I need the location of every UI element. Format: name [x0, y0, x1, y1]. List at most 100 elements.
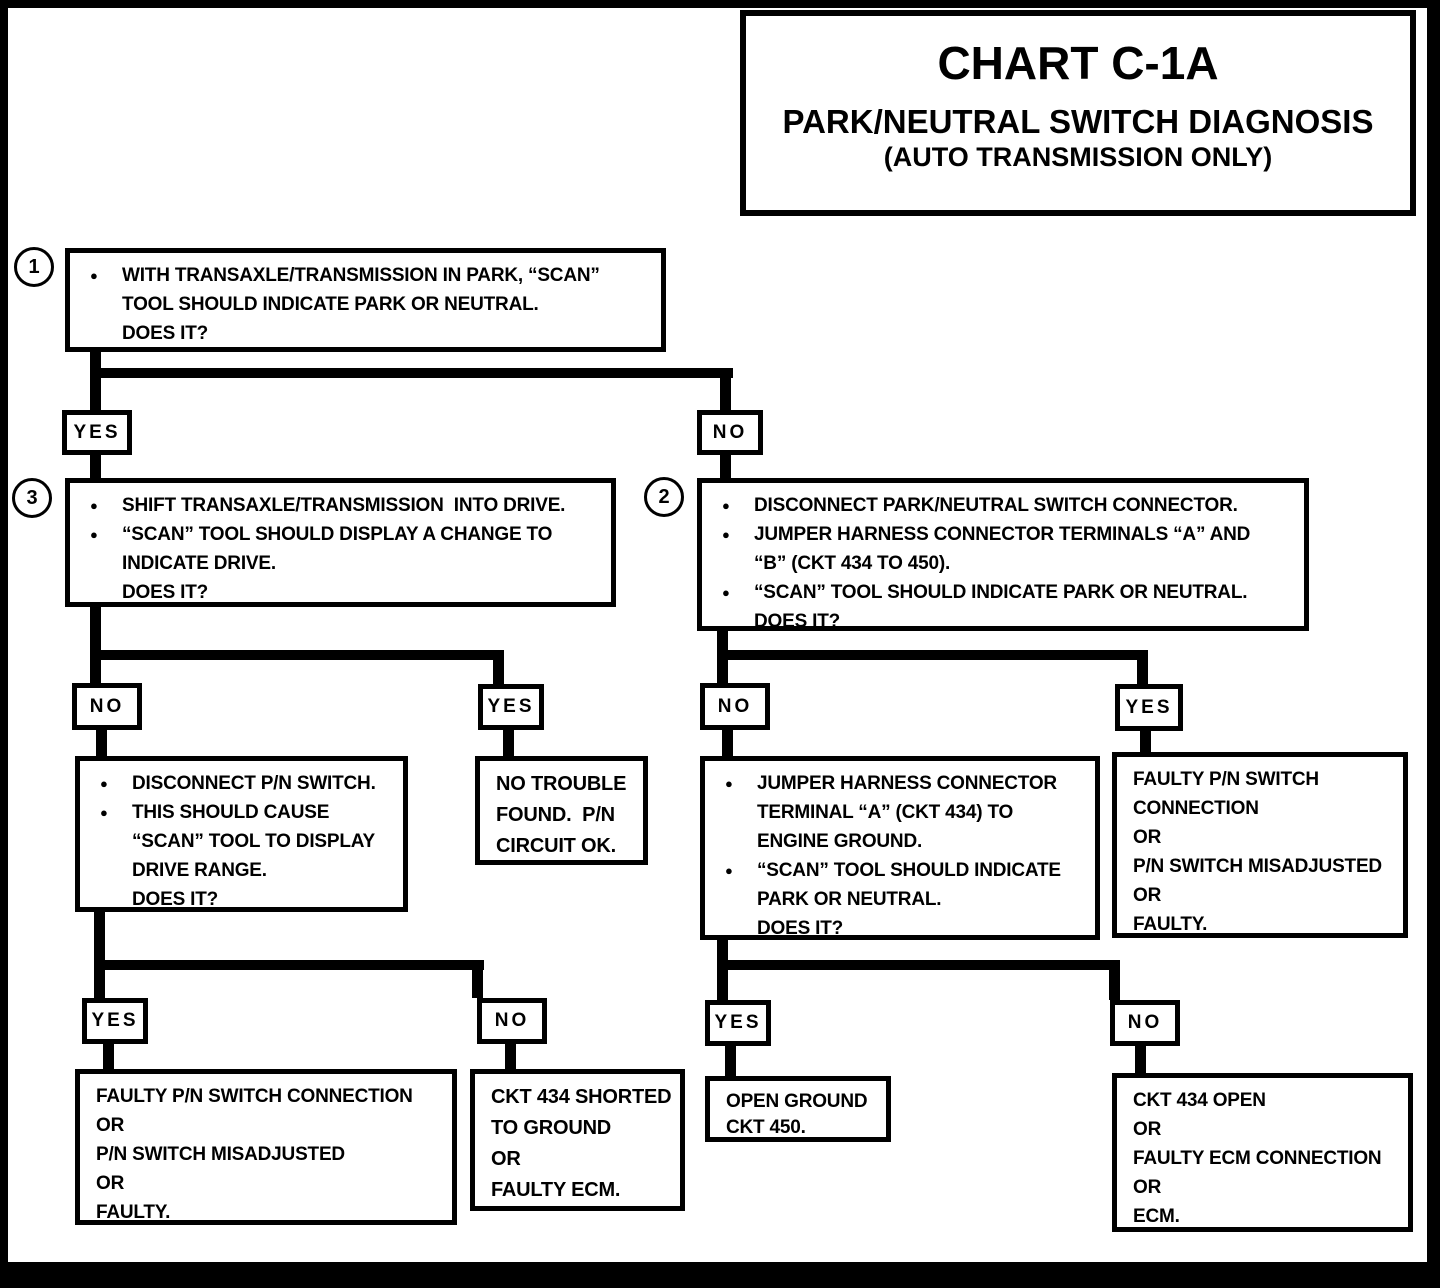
- branch-no-step2: NO: [700, 683, 770, 730]
- bullet-spacer: [714, 549, 754, 578]
- connector-line: [1140, 731, 1151, 753]
- text-line: CKT 434 SHORTED: [487, 1082, 674, 1113]
- text-line: TERMINAL “A” (CKT 434) TO: [717, 798, 1089, 827]
- bullet-icon: ●: [722, 585, 730, 600]
- line-text: DOES IT?: [132, 889, 219, 910]
- text-line: FAULTY.: [92, 1198, 446, 1227]
- text-line: OR: [1129, 823, 1397, 852]
- text-line: P/N SWITCH MISADJUSTED: [1129, 852, 1397, 881]
- text-line: FAULTY ECM.: [487, 1175, 674, 1206]
- branch-yes-jumper-ground: YES: [705, 1000, 771, 1046]
- text-line: TOOL SHOULD INDICATE PARK OR NEUTRAL.: [82, 290, 655, 319]
- text-line: ●“SCAN” TOOL SHOULD DISPLAY A CHANGE TO: [82, 520, 605, 549]
- line-text: SHIFT TRANSAXLE/TRANSMISSION INTO DRIVE.: [122, 495, 566, 516]
- bullet-icon: ●: [90, 498, 98, 513]
- connector-line: [94, 912, 105, 966]
- bullet-icon: ●: [100, 805, 108, 820]
- step-2-badge: 2: [644, 477, 684, 517]
- text-line: FAULTY ECM CONNECTION: [1129, 1144, 1402, 1173]
- text-line: DOES IT?: [717, 914, 1089, 943]
- text-line: NO TROUBLE: [492, 769, 637, 800]
- connector-line: [722, 730, 733, 756]
- line-text: ENGINE GROUND.: [757, 831, 923, 852]
- line-text: CONNECTION: [1133, 798, 1259, 819]
- connector-line: [717, 970, 728, 1000]
- connector-line: [1109, 960, 1120, 1000]
- line-text: INDICATE DRIVE.: [122, 553, 276, 574]
- text-line: CONNECTION: [1129, 794, 1397, 823]
- connector-line: [94, 960, 484, 970]
- chart-subtitle-2: (AUTO TRANSMISSION ONLY): [883, 142, 1273, 172]
- text-line: OR: [92, 1111, 446, 1140]
- line-text: OR: [1133, 1177, 1162, 1198]
- line-text: JUMPER HARNESS CONNECTOR: [757, 773, 1057, 794]
- bullet-icon: ●: [722, 498, 730, 513]
- line-text: DRIVE RANGE.: [132, 860, 267, 881]
- text-line: OPEN GROUND: [722, 1089, 880, 1115]
- bullet-icon: ●: [725, 776, 733, 791]
- line-text: OR: [1133, 885, 1162, 906]
- text-line: ● JUMPER HARNESS CONNECTOR: [717, 769, 1089, 798]
- text-line: FAULTY.: [1129, 910, 1397, 939]
- connector-line: [103, 1044, 114, 1069]
- bullet-spacer: [82, 578, 122, 607]
- text-line: DOES IT?: [82, 578, 605, 607]
- bullet-spacer: [92, 827, 132, 856]
- line-text: TERMINAL “A” (CKT 434) TO: [757, 802, 1014, 823]
- line-text: DISCONNECT PARK/NEUTRAL SWITCH CONNECTOR…: [754, 495, 1238, 516]
- connector-line: [1135, 1046, 1146, 1073]
- connector-line: [96, 730, 107, 756]
- text-line: TO GROUND: [487, 1113, 674, 1144]
- node-step1-scan-park: ●WITH TRANSAXLE/TRANSMISSION IN PARK, “S…: [65, 248, 666, 352]
- bullet-icon: ●: [722, 527, 730, 542]
- branch-no-disconnect: NO: [477, 998, 547, 1044]
- text-line: ●THIS SHOULD CAUSE: [92, 798, 397, 827]
- text-line: ● DISCONNECT PARK/NEUTRAL SWITCH CONNECTO…: [714, 491, 1298, 520]
- chart-title-box: CHART C-1A PARK/NEUTRAL SWITCH DIAGNOSIS…: [740, 10, 1416, 216]
- line-text: OPEN GROUND: [726, 1091, 868, 1112]
- connector-line: [725, 1046, 736, 1076]
- text-line: INDICATE DRIVE.: [82, 549, 605, 578]
- text-line: CIRCUIT OK.: [492, 831, 637, 862]
- text-line: OR: [487, 1144, 674, 1175]
- connector-line: [503, 730, 514, 756]
- connector-line: [720, 455, 731, 479]
- text-line: PARK OR NEUTRAL.: [717, 885, 1089, 914]
- bullet-spacer: [92, 885, 132, 914]
- text-line: OR: [92, 1169, 446, 1198]
- connector-line: [90, 368, 733, 378]
- line-text: “SCAN” TOOL SHOULD DISPLAY A CHANGE TO: [122, 524, 553, 545]
- bullet-spacer: [82, 319, 122, 348]
- bullet-spacer: [82, 549, 122, 578]
- line-text: FAULTY P/N SWITCH: [1133, 769, 1319, 790]
- line-text: OR: [491, 1148, 521, 1170]
- connector-line: [94, 970, 105, 998]
- line-text: CKT 434 OPEN: [1133, 1090, 1266, 1111]
- text-line: CKT 434 OPEN: [1129, 1086, 1402, 1115]
- line-text: DOES IT?: [122, 323, 209, 344]
- line-text: ECM.: [1133, 1206, 1180, 1227]
- branch-yes-step2: YES: [1115, 684, 1183, 731]
- text-line: ●“SCAN” TOOL SHOULD INDICATE PARK OR NEU…: [714, 578, 1298, 607]
- connector-line: [717, 650, 1148, 660]
- bullet-icon: ●: [90, 268, 98, 283]
- text-line: DOES IT?: [92, 885, 397, 914]
- connector-line: [717, 660, 728, 683]
- line-text: OR: [96, 1173, 125, 1194]
- line-text: NO TROUBLE: [496, 773, 627, 795]
- connector-line: [505, 1044, 516, 1069]
- bullet-spacer: [717, 827, 757, 856]
- bullet-icon: ●: [725, 863, 733, 878]
- text-line: FAULTY P/N SWITCH CONNECTION: [92, 1082, 446, 1111]
- line-text: “B” (CKT 434 TO 450).: [754, 553, 951, 574]
- connector-line: [90, 455, 101, 479]
- branch-no-step1: NO: [697, 410, 763, 455]
- text-line: ●WITH TRANSAXLE/TRANSMISSION IN PARK, “S…: [82, 261, 655, 290]
- line-text: JUMPER HARNESS CONNECTOR TERMINALS “A” A…: [754, 524, 1251, 545]
- node-step2-jumper-terminals: ● DISCONNECT PARK/NEUTRAL SWITCH CONNECTO…: [697, 478, 1309, 632]
